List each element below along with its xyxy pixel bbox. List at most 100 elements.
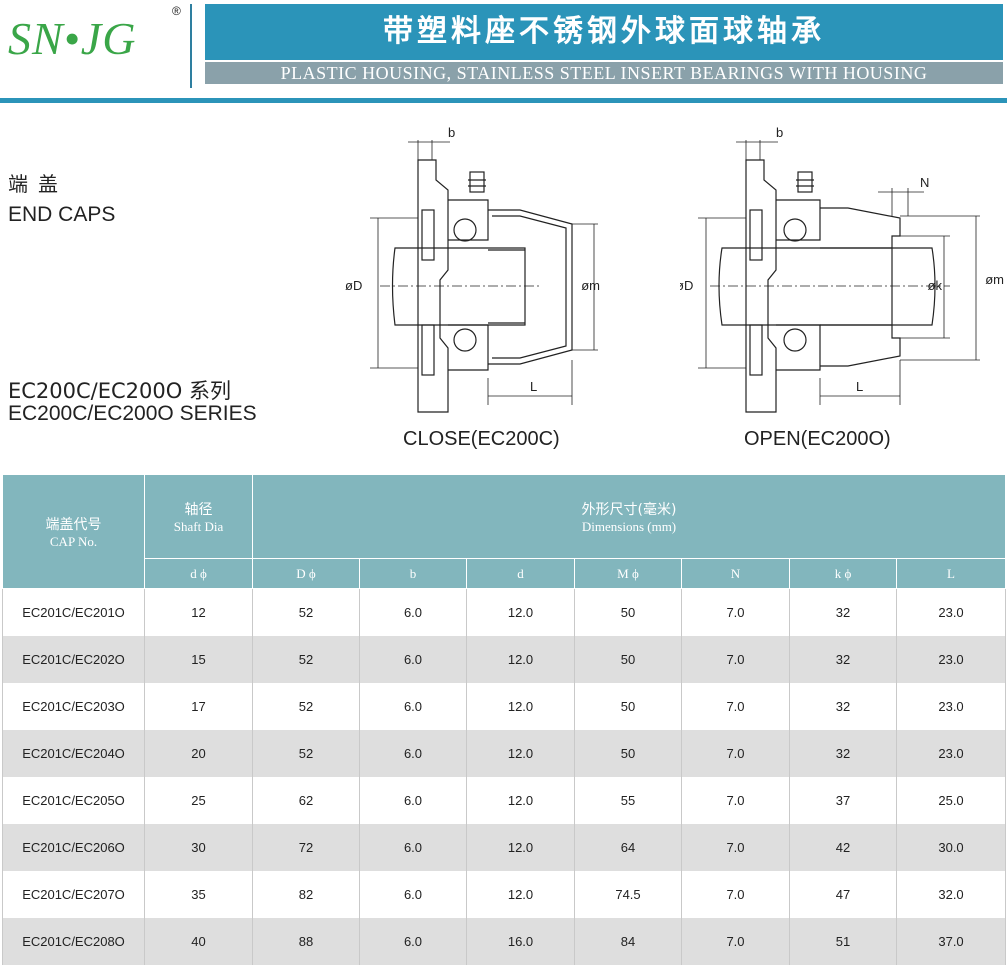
- open-label-n: N: [920, 175, 929, 190]
- section-name-cn: 端盖: [8, 172, 68, 196]
- table-cell: 12.0: [466, 871, 575, 918]
- table-cell: 40: [144, 918, 253, 965]
- table-cell: 55: [574, 777, 682, 824]
- table-cell: 16.0: [466, 918, 575, 965]
- subheader-cell: N: [681, 558, 790, 589]
- open-label-m: øm: [985, 272, 1004, 287]
- table-cell: 7.0: [681, 588, 790, 636]
- close-label-d: øD: [345, 278, 362, 293]
- series-en: EC200C/EC200O SERIES: [8, 402, 257, 425]
- table-cell: 74.5: [574, 871, 682, 918]
- table-cell: 23.0: [895, 730, 1007, 777]
- table-cell: 12: [144, 588, 253, 636]
- table-cell: 64: [574, 824, 682, 871]
- table-cell: 12.0: [466, 636, 575, 683]
- table-cell: 7.0: [681, 636, 790, 683]
- table-cell: 6.0: [359, 683, 467, 730]
- logo-text: SN•JG: [8, 13, 137, 64]
- subheader-cell: d ϕ: [144, 558, 253, 589]
- dimensions-table: 端盖代号 CAP No. 轴径 Shaft Dia 外形尺寸(毫米) Dimen…: [2, 474, 1007, 965]
- subheader-cell: k ϕ: [789, 558, 897, 589]
- close-label-m: øm: [581, 278, 600, 293]
- open-label-d: øD: [680, 278, 693, 293]
- title-en: PLASTIC HOUSING, STAINLESS STEEL INSERT …: [205, 62, 1003, 84]
- cap-number-cell: EC201C/EC207O: [2, 871, 145, 918]
- close-label-b: b: [448, 125, 455, 140]
- table-cell: 30.0: [895, 824, 1007, 871]
- header-divider: [190, 4, 192, 88]
- table-cell: 50: [574, 730, 682, 777]
- table-cell: 6.0: [359, 730, 467, 777]
- header-cap-en: CAP No.: [49, 533, 98, 549]
- table-cell: 50: [574, 588, 682, 636]
- header-cap-cn: 端盖代号: [45, 516, 102, 533]
- table-cell: 7.0: [681, 824, 790, 871]
- title-cn: 带塑料座不锈钢外球面球轴承: [205, 4, 1003, 60]
- close-label-l: L: [530, 379, 537, 394]
- table-cell: 50: [574, 636, 682, 683]
- table-cell: 88: [252, 918, 360, 965]
- cap-number-cell: EC201C/EC201O: [2, 588, 145, 636]
- table-cell: 17: [144, 683, 253, 730]
- table-cell: 23.0: [895, 588, 1007, 636]
- close-end-cap-diagram: b øD øm L: [345, 125, 600, 413]
- table-cell: 52: [252, 588, 360, 636]
- table-cell: 6.0: [359, 918, 467, 965]
- cap-number-cell: EC201C/EC205O: [2, 777, 145, 824]
- table-cell: 12.0: [466, 824, 575, 871]
- table-cell: 82: [252, 871, 360, 918]
- table-cell: 72: [252, 824, 360, 871]
- table-cell: 32: [789, 683, 897, 730]
- table-cell: 25.0: [895, 777, 1007, 824]
- table-cell: 42: [789, 824, 897, 871]
- header-cap-no: 端盖代号 CAP No.: [2, 474, 145, 589]
- table-cell: 32: [789, 588, 897, 636]
- registered-mark: ®: [172, 4, 181, 18]
- table-cell: 84: [574, 918, 682, 965]
- header-dim-en: Dimensions (mm): [581, 518, 677, 534]
- table-cell: 12.0: [466, 777, 575, 824]
- table-cell: 37.0: [895, 918, 1007, 965]
- table-cell: 37: [789, 777, 897, 824]
- table-cell: 52: [252, 730, 360, 777]
- cap-number-cell: EC201C/EC206O: [2, 824, 145, 871]
- table-cell: 15: [144, 636, 253, 683]
- open-label-l: L: [856, 379, 863, 394]
- subheader-cell: d: [466, 558, 575, 589]
- table-cell: 23.0: [895, 636, 1007, 683]
- table-cell: 32: [789, 636, 897, 683]
- table-cell: 7.0: [681, 777, 790, 824]
- table-cell: 6.0: [359, 824, 467, 871]
- subheader-cell: D ϕ: [252, 558, 360, 589]
- cap-number-cell: EC201C/EC204O: [2, 730, 145, 777]
- table-cell: 20: [144, 730, 253, 777]
- open-label-b: b: [776, 125, 783, 140]
- table-cell: 6.0: [359, 588, 467, 636]
- table-cell: 12.0: [466, 683, 575, 730]
- open-label-k: øk: [928, 278, 943, 293]
- table-cell: 7.0: [681, 730, 790, 777]
- table-cell: 7.0: [681, 683, 790, 730]
- subheader-cell: L: [895, 558, 1007, 589]
- table-cell: 7.0: [681, 871, 790, 918]
- table-cell: 32: [789, 730, 897, 777]
- table-cell: 12.0: [466, 730, 575, 777]
- brand-logo: SN•JG ®: [6, 4, 186, 86]
- cap-number-cell: EC201C/EC202O: [2, 636, 145, 683]
- section-name-en: END CAPS: [8, 203, 116, 226]
- subheader-cell: M ϕ: [574, 558, 682, 589]
- cap-number-cell: EC201C/EC203O: [2, 683, 145, 730]
- table-cell: 12.0: [466, 588, 575, 636]
- table-cell: 30: [144, 824, 253, 871]
- close-caption: CLOSE(EC200C): [403, 428, 560, 450]
- header-dimensions: 外形尺寸(毫米) Dimensions (mm): [251, 474, 1007, 559]
- header-shaft-en: Shaft Dia: [173, 518, 224, 534]
- table-cell: 25: [144, 777, 253, 824]
- open-caption: OPEN(EC200O): [744, 428, 891, 450]
